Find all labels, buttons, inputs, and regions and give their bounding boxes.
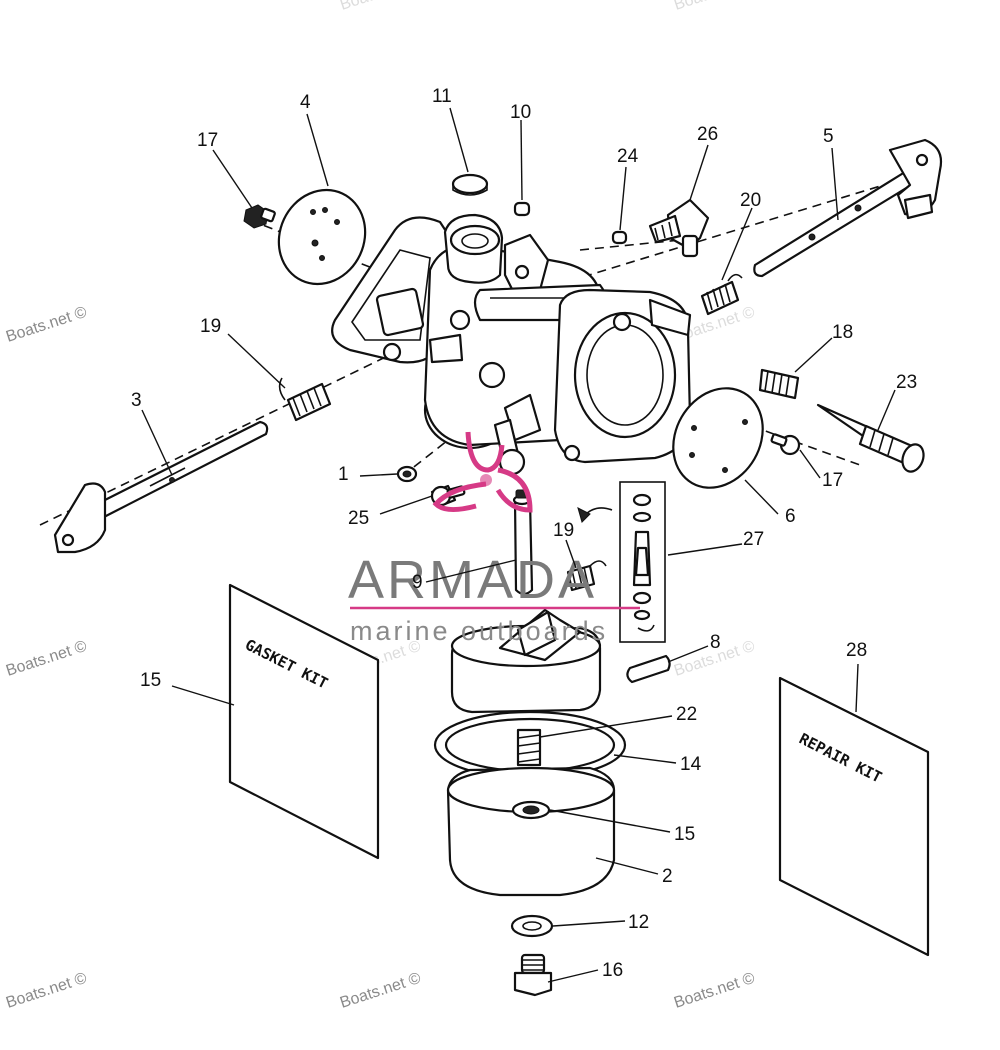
callout-6: 6 xyxy=(785,506,796,527)
part-22-spring xyxy=(516,728,542,767)
brand-tagline: marine outboards xyxy=(350,616,608,646)
part-19-spring xyxy=(566,560,607,592)
callout-12: 12 xyxy=(628,912,649,933)
callout-11: 11 xyxy=(432,86,452,107)
part-28-repair-kit: REPAIR KIT xyxy=(778,676,930,957)
callout-4: 4 xyxy=(300,92,311,113)
brand-name: ARMADA xyxy=(348,550,597,610)
callout-16: 16 xyxy=(602,960,623,981)
part-11-welch-plug xyxy=(451,173,489,196)
part-23-mixture-needle xyxy=(816,403,925,473)
part-21-spring xyxy=(278,377,332,422)
part-2-float-bowl xyxy=(446,766,616,897)
watermark: Boats.net © xyxy=(338,970,423,1012)
callout-15: 15 xyxy=(140,670,161,691)
part-5-choke-shaft xyxy=(753,138,943,278)
watermark: Boats.net © xyxy=(338,0,423,14)
watermark: Boats.net © xyxy=(4,970,89,1012)
callout-17: 17 xyxy=(197,130,218,151)
watermark: Boats.net © xyxy=(4,304,89,346)
callout-20: 20 xyxy=(740,190,761,211)
callout-8: 8 xyxy=(710,632,721,653)
callout-5: 5 xyxy=(823,126,834,147)
part-1-washer xyxy=(396,465,418,483)
part-8-float-pin xyxy=(626,654,671,684)
part-6-throttle-plate xyxy=(672,387,764,489)
callout-24: 24 xyxy=(617,146,639,167)
callout-23: 23 xyxy=(896,372,917,393)
part-27-inlet-needle-kit xyxy=(577,481,666,643)
callout-9: 9 xyxy=(412,572,423,593)
carburetor-body xyxy=(331,213,692,476)
part-12-washer xyxy=(510,914,554,938)
callout-28: 28 xyxy=(846,640,867,661)
callout-19: 19 xyxy=(553,520,574,541)
part-10-plug xyxy=(513,201,531,217)
callout-18: 18 xyxy=(832,322,853,343)
callout-25: 25 xyxy=(348,508,369,529)
callout-21: 19 xyxy=(200,316,221,337)
callout-14: 15 xyxy=(674,824,695,845)
watermark: Boats.net © xyxy=(672,0,757,14)
callout-labels: 4 17 11 10 24 26 5 20 19 3 18 23 1 17 25… xyxy=(131,86,917,981)
part-4-choke-plate xyxy=(277,188,367,286)
float xyxy=(450,608,602,714)
callout-1: 1 xyxy=(338,464,349,485)
part-18-spring xyxy=(758,368,800,400)
watermark: Boats.net © xyxy=(672,970,757,1012)
part-26-fuel-elbow xyxy=(648,198,710,258)
part-24-cap xyxy=(611,230,628,245)
part-17-screw-lower xyxy=(770,433,801,456)
callout-27: 27 xyxy=(743,529,764,550)
callout-10: 10 xyxy=(510,102,531,123)
callout-2: 2 xyxy=(662,866,673,887)
leader-lines xyxy=(141,107,896,983)
propeller-icon xyxy=(432,431,533,513)
part-3-throttle-shaft xyxy=(53,420,269,554)
watermark: Boats.net © xyxy=(4,638,89,680)
callout-13: 14 xyxy=(680,754,702,775)
callout-22: 22 xyxy=(676,704,697,725)
part-20-spring xyxy=(700,273,743,316)
armada-logo: ARMADA marine outboards xyxy=(348,431,640,646)
callout-17b: 17 xyxy=(822,470,843,491)
part-9-main-nozzle xyxy=(512,489,534,596)
part-15-gasket-kit: GASKET KIT xyxy=(228,583,380,860)
part-16-drain-plug xyxy=(513,953,553,997)
part-17-screw-upper xyxy=(243,204,276,229)
callout-26: 26 xyxy=(697,124,718,145)
callout-3: 3 xyxy=(131,390,142,411)
